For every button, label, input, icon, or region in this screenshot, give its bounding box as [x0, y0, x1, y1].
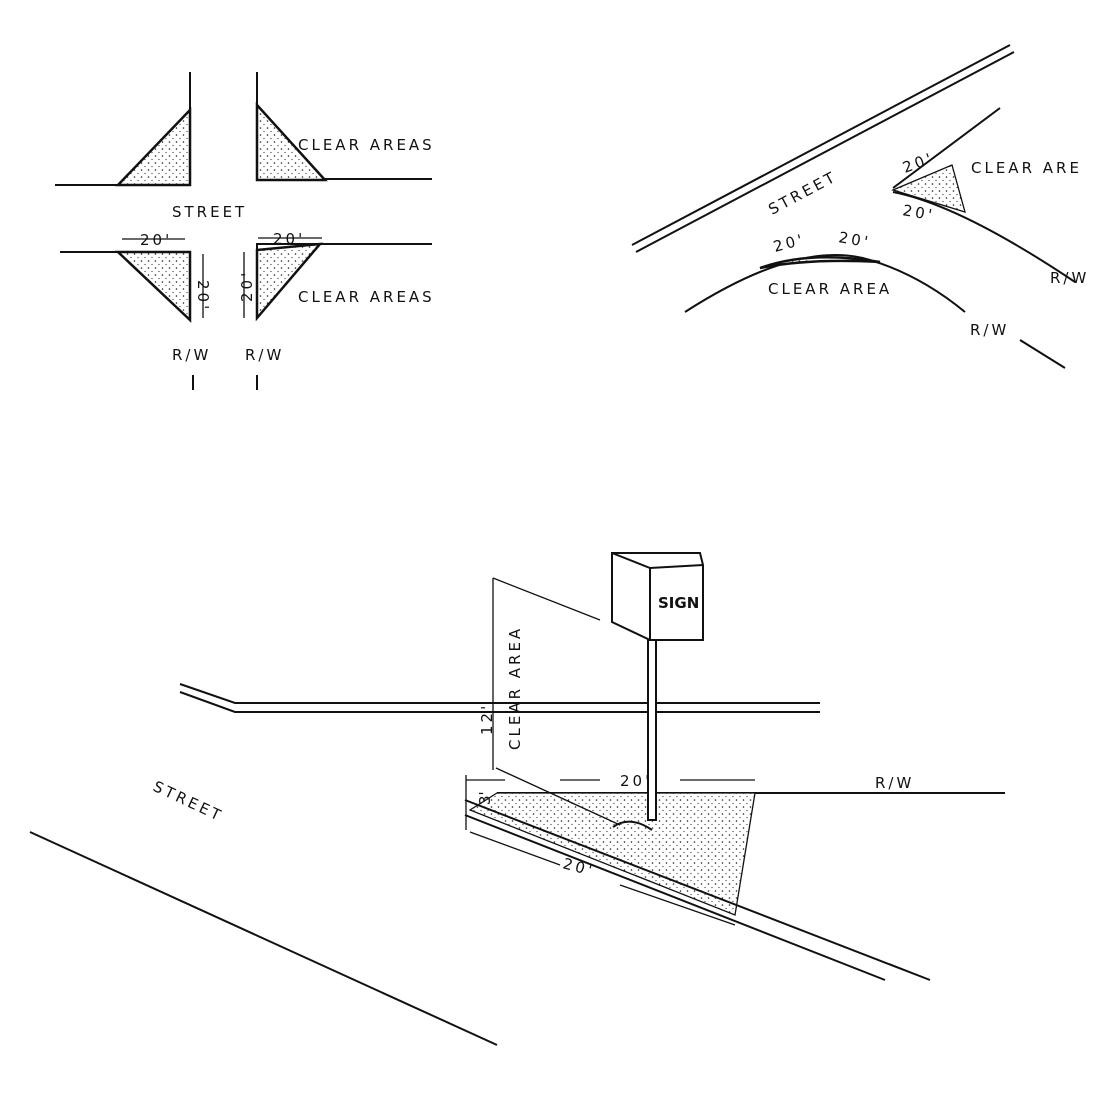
- clear-area-right: [891, 164, 966, 213]
- rw-label: R/W: [875, 774, 914, 792]
- sign-label: SIGN: [658, 594, 699, 612]
- offset-dimension-label: 3': [476, 791, 494, 805]
- clear-area-se: [255, 242, 323, 322]
- clearance-lines: [492, 577, 621, 826]
- rw-label: R/W: [172, 346, 211, 364]
- dimension-lines: [122, 237, 322, 318]
- street-label: STREET: [172, 203, 247, 221]
- rw-line-bottom: [684, 254, 1066, 369]
- street-edge-double-line: [631, 44, 1015, 253]
- clear-area-label: CLEAR AREA: [506, 626, 524, 750]
- clear-area-nw: [115, 106, 192, 187]
- rw-line-right: [892, 191, 1076, 283]
- clear-areas-label: CLEAR AREAS: [298, 288, 435, 306]
- clear-area-bottom: [759, 255, 881, 270]
- dimension-lines: [465, 775, 755, 926]
- curve-plan: STREET CLEAR ARE CLEAR AREA 20' 20' 20' …: [631, 44, 1089, 369]
- clear-area-label: CLEAR ARE: [971, 159, 1082, 177]
- dimension-label: 20': [238, 270, 256, 302]
- post-base: [612, 820, 653, 831]
- clear-areas-label: CLEAR AREAS: [298, 136, 435, 154]
- clear-area-label: CLEAR AREA: [768, 280, 892, 298]
- dimension-label: 20': [771, 230, 807, 256]
- dimension-label: 20': [901, 201, 936, 224]
- dimension-label: 20': [837, 228, 872, 251]
- rw-line-upper: [892, 107, 1001, 189]
- sign-box: [611, 552, 704, 641]
- curb-lines: [464, 799, 931, 981]
- clear-area-sw: [114, 250, 192, 323]
- rw-label: R/W: [1050, 269, 1089, 287]
- street-label: STREET: [150, 777, 226, 825]
- dimension-label: 20': [273, 230, 305, 248]
- street-label: STREET: [765, 167, 840, 218]
- sign-post: [647, 639, 657, 821]
- rw-label: R/W: [245, 346, 284, 364]
- street-edge-line: [29, 831, 498, 1046]
- dimension-label: 20': [140, 231, 172, 249]
- dimension-label: 20': [900, 149, 936, 177]
- side-street-double-line: [179, 683, 820, 713]
- rw-label: R/W: [970, 321, 1009, 339]
- intersection-plan: STREET CLEAR AREAS CLEAR AREAS 20' 20' 2…: [55, 72, 435, 390]
- height-dimension-label: 12': [478, 703, 496, 735]
- rw-line-ends: [192, 375, 258, 390]
- dimension-label: 20': [194, 280, 212, 312]
- width-dimension-label: 20': [620, 772, 652, 790]
- sign-perspective: SIGN CLEAR AREA 12' 3' 20' 20' STREET R/…: [29, 552, 1005, 1046]
- clear-area-ne: [255, 101, 328, 182]
